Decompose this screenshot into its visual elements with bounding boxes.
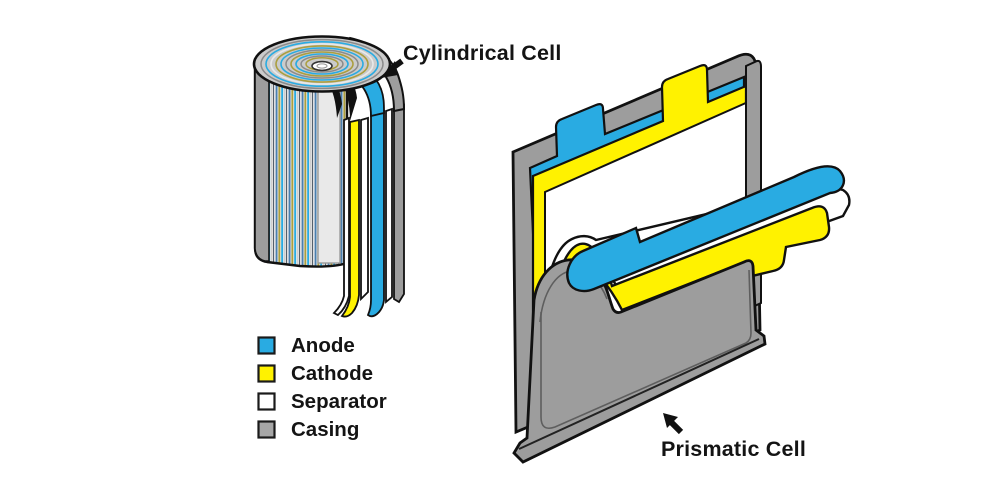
anode-swatch-icon: [257, 336, 276, 355]
cylindrical-cell-drawing: [252, 35, 406, 318]
prismatic-arrow-icon: [663, 413, 684, 435]
cylindrical-arrow-icon: [381, 58, 404, 78]
cylindrical-cell-label: Cylindrical Cell: [403, 41, 562, 65]
cylinder-casing-left: [254, 63, 270, 262]
legend-label-casing: Casing: [291, 418, 360, 441]
legend-label-cathode: Cathode: [291, 362, 373, 385]
legend-item-separator: Separator: [257, 390, 387, 413]
legend-label-separator: Separator: [291, 390, 387, 413]
cathode-swatch-icon: [257, 364, 276, 383]
prismatic-casing-inner-line: [540, 269, 752, 430]
cylinder-strip-anode: [366, 109, 385, 318]
prismatic-casing-seam-line: [518, 338, 760, 450]
cylinder-strip-separator-3: [385, 107, 393, 304]
cylinder-strip-casing: [393, 103, 405, 304]
cylinder-top-spiral: [252, 35, 392, 93]
cylinder-strip-separator-2: [360, 116, 369, 302]
cylinder-strip-separator-1: [332, 116, 350, 317]
prismatic-casing-front: [512, 258, 767, 464]
legend: Anode Cathode Separator Casing: [257, 334, 387, 441]
legend-item-casing: Casing: [257, 418, 387, 441]
prismatic-anode-fold-band: [566, 165, 845, 293]
separator-swatch-icon: [257, 392, 276, 411]
legend-item-cathode: Cathode: [257, 362, 387, 385]
casing-swatch-icon: [257, 420, 276, 439]
prismatic-cell-drawing: [511, 52, 851, 464]
legend-item-anode: Anode: [257, 334, 387, 357]
prismatic-cell-label: Prismatic Cell: [661, 437, 807, 461]
legend-label-anode: Anode: [291, 334, 355, 357]
cylinder-strip-cathode: [340, 118, 360, 318]
